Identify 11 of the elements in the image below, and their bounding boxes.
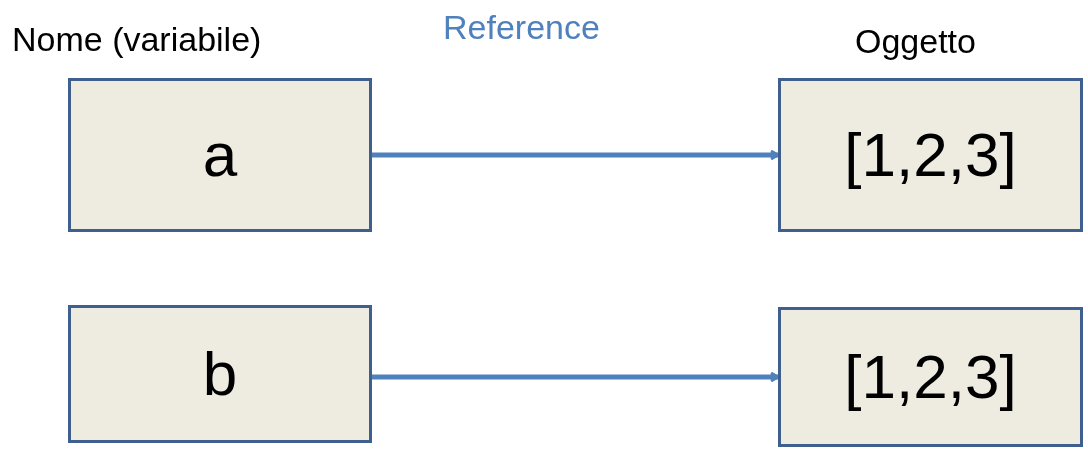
arrow — [372, 371, 780, 383]
column-heading: Oggetto — [855, 21, 976, 62]
variable-box — [68, 305, 372, 443]
column-heading: Reference — [443, 7, 600, 48]
variable-box — [778, 307, 1083, 447]
column-heading: Nome (variabile) — [12, 19, 262, 60]
arrow — [372, 149, 780, 161]
variable-box — [778, 78, 1083, 232]
box-text: b — [202, 343, 238, 405]
variable-box — [68, 78, 372, 232]
box-text: a — [202, 124, 238, 186]
